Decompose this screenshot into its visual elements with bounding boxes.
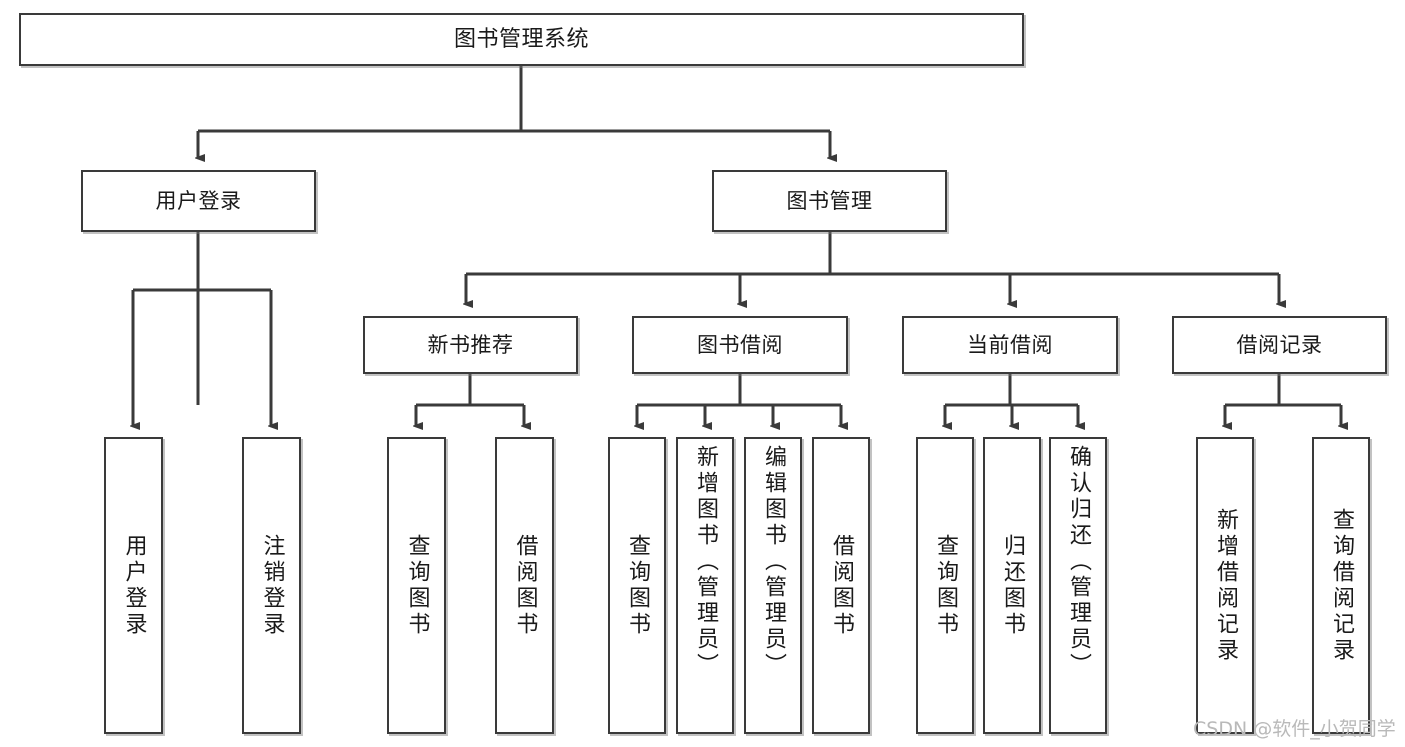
node-new-book-recommend[interactable]: 新书推荐 <box>363 316 578 374</box>
leaf-borrow-book-borrow[interactable]: 借阅图书 <box>812 437 870 734</box>
node-label: 新增借阅记录 <box>1213 507 1238 664</box>
leaf-query-book-borrow[interactable]: 查询图书 <box>608 437 666 734</box>
node-label: 当前借阅 <box>967 332 1053 357</box>
node-label: 编辑图书（管理员） <box>761 445 786 679</box>
leaf-confirm-return-admin[interactable]: 确认归还（管理员） <box>1049 437 1107 734</box>
node-label: 查询图书 <box>933 533 958 638</box>
leaf-query-book-current[interactable]: 查询图书 <box>916 437 974 734</box>
leaf-add-borrow-record[interactable]: 新增借阅记录 <box>1196 437 1254 734</box>
node-label: 归还图书 <box>1000 533 1025 638</box>
node-label: 图书管理 <box>786 188 873 213</box>
node-label: 借阅记录 <box>1236 332 1323 357</box>
leaf-user-login[interactable]: 用户登录 <box>104 437 163 734</box>
node-label: 确认归还（管理员） <box>1066 445 1091 679</box>
node-label: 借阅图书 <box>512 533 538 638</box>
leaf-edit-book-admin[interactable]: 编辑图书（管理员） <box>744 437 802 734</box>
node-label: 查询借阅记录 <box>1329 507 1354 664</box>
node-label: 查询图书 <box>625 533 650 638</box>
leaf-logout-login[interactable]: 注销登录 <box>242 437 301 734</box>
node-label: 新增图书（管理员） <box>693 445 718 679</box>
node-label: 查询图书 <box>404 533 430 638</box>
node-label: 借阅图书 <box>829 533 854 638</box>
node-current-borrow[interactable]: 当前借阅 <box>902 316 1118 374</box>
node-label: 用户登录 <box>121 533 147 638</box>
leaf-return-book[interactable]: 归还图书 <box>983 437 1041 734</box>
leaf-query-book-recommend[interactable]: 查询图书 <box>387 437 446 734</box>
leaf-borrow-book-recommend[interactable]: 借阅图书 <box>495 437 554 734</box>
node-label: 注销登录 <box>259 533 285 638</box>
watermark: CSDN @软件_小贺同学 <box>1193 718 1396 740</box>
node-book-borrow[interactable]: 图书借阅 <box>632 316 848 374</box>
node-user-login[interactable]: 用户登录 <box>81 170 316 232</box>
node-label: 新书推荐 <box>427 332 514 357</box>
node-book-manage[interactable]: 图书管理 <box>712 170 947 232</box>
node-label: 图书管理系统 <box>453 26 589 52</box>
leaf-query-borrow-record[interactable]: 查询借阅记录 <box>1312 437 1370 734</box>
node-root-system[interactable]: 图书管理系统 <box>19 13 1024 66</box>
node-borrow-record[interactable]: 借阅记录 <box>1172 316 1387 374</box>
node-label: 图书借阅 <box>697 332 783 357</box>
node-label: 用户登录 <box>155 188 242 213</box>
leaf-add-book-admin[interactable]: 新增图书（管理员） <box>676 437 734 734</box>
